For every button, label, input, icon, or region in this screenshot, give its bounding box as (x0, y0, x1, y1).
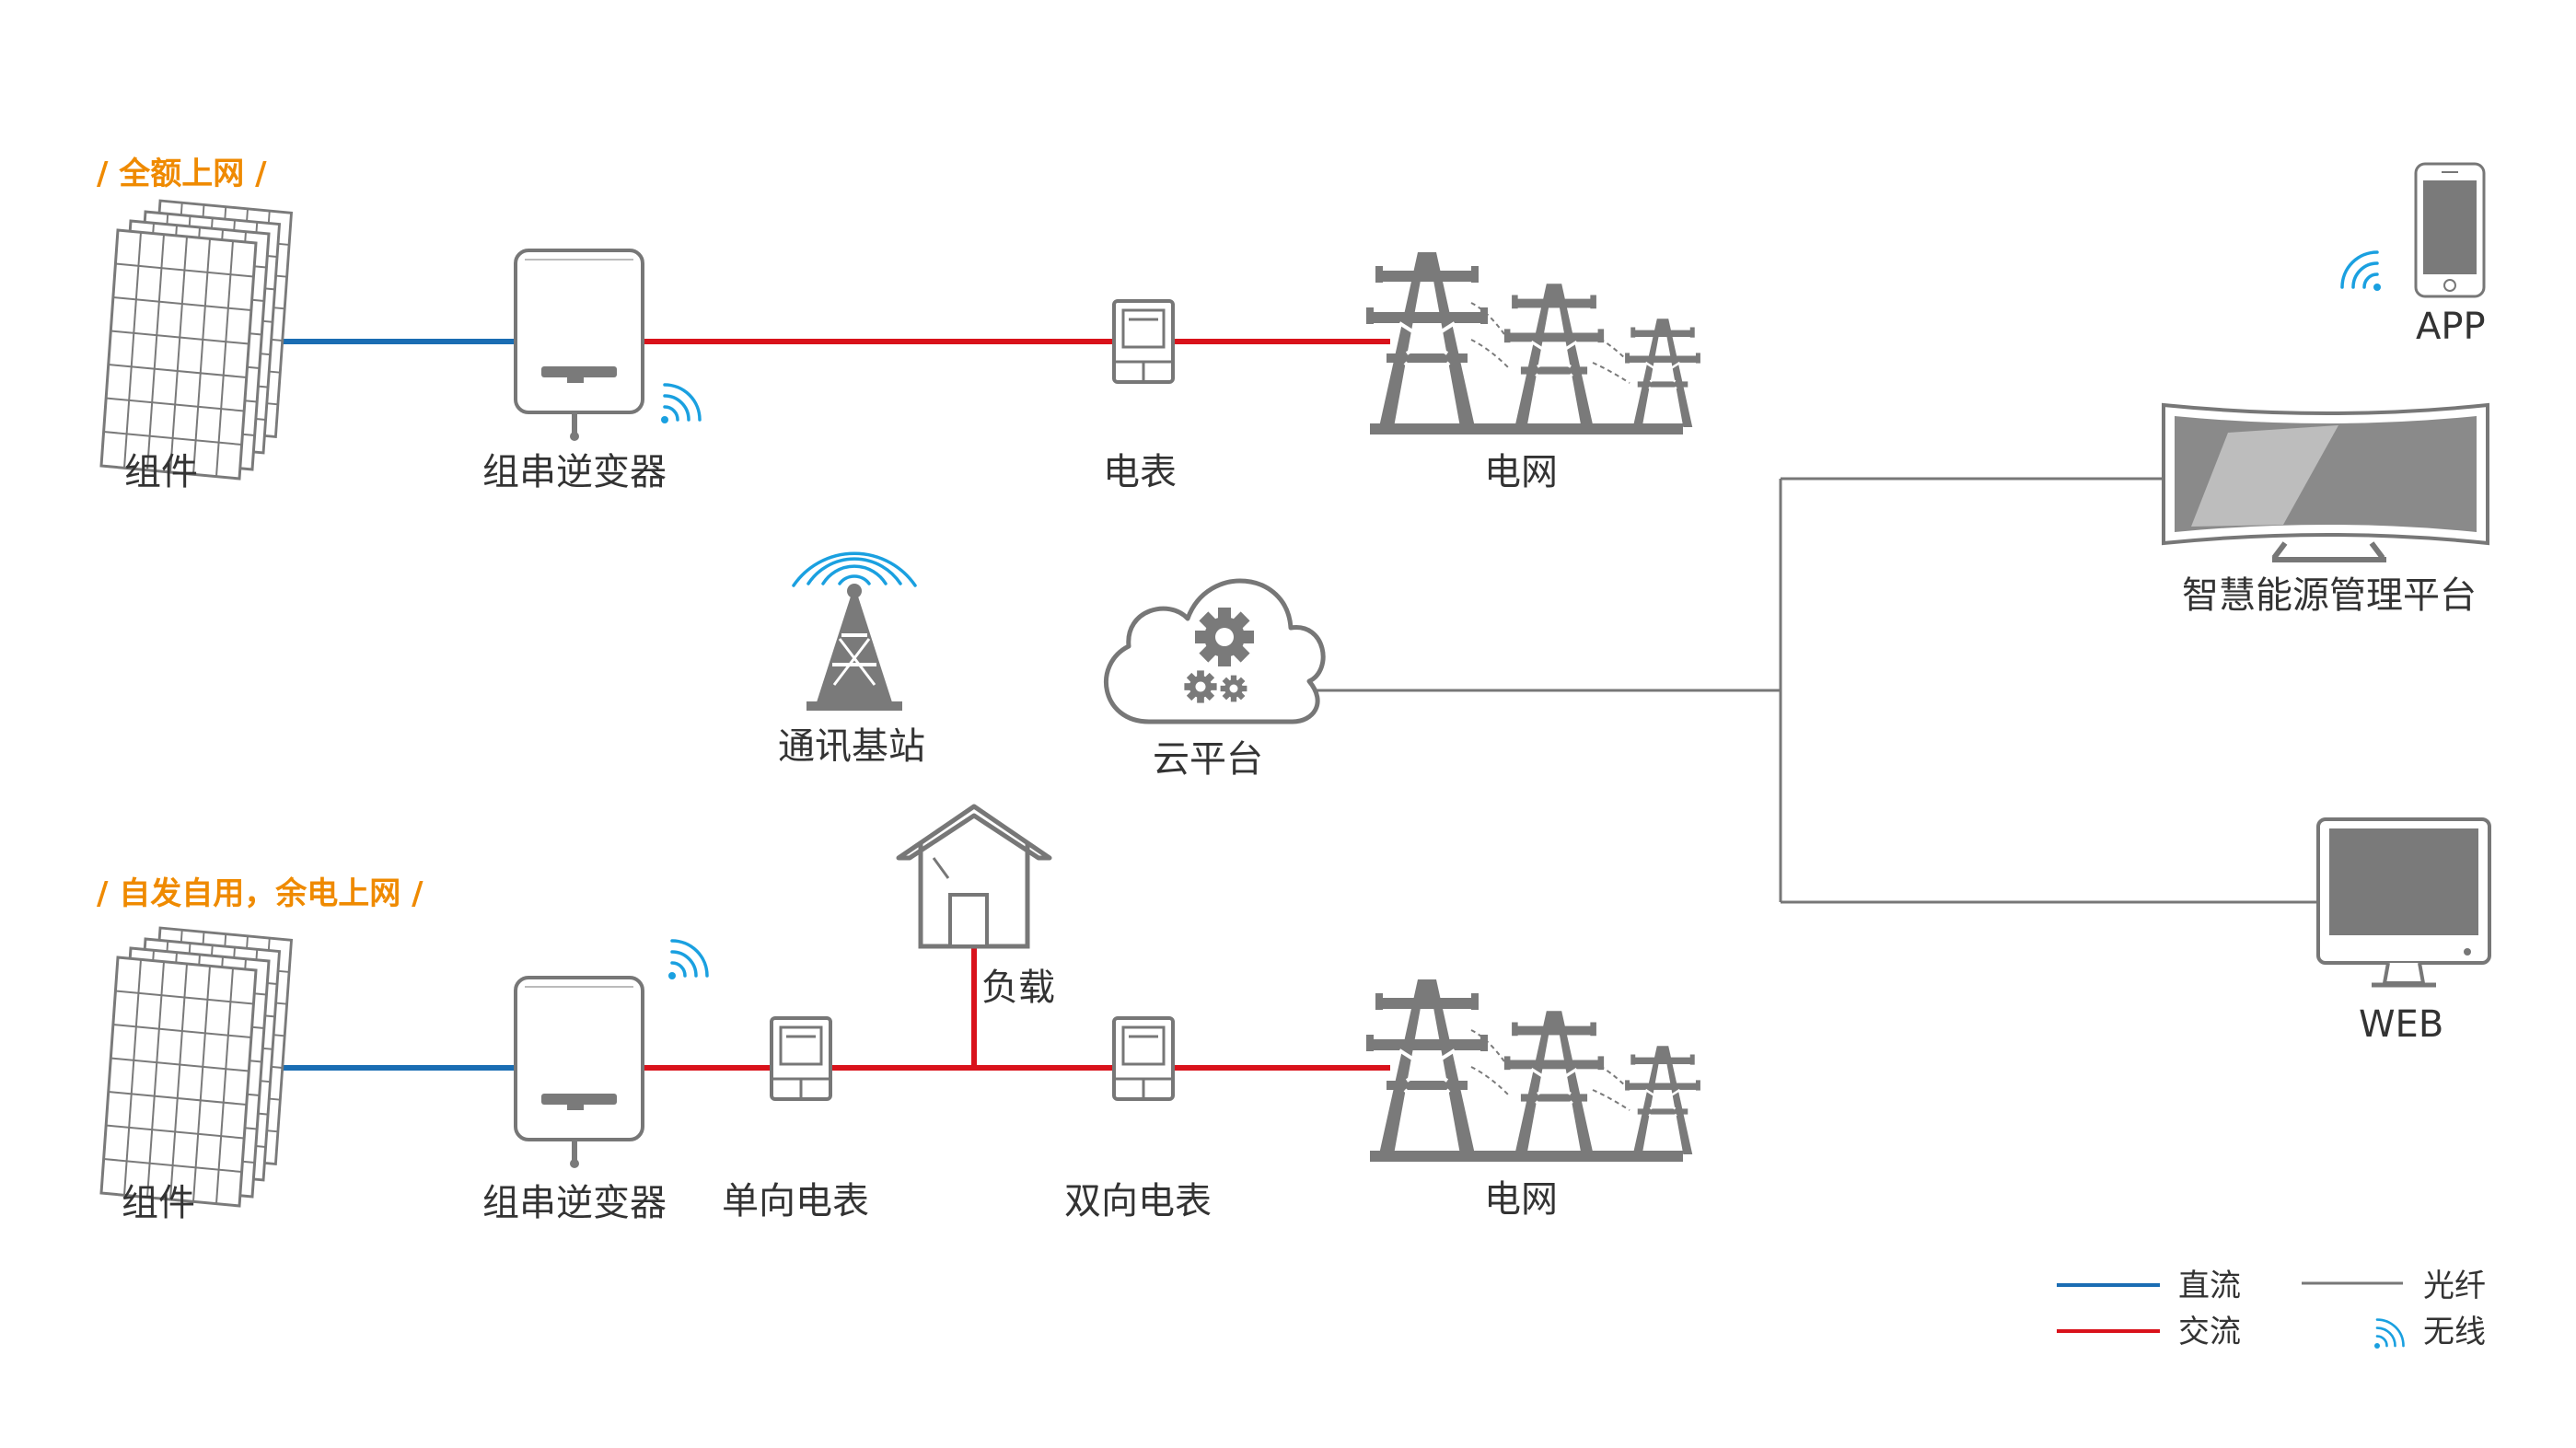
load-label: 负载 (981, 967, 1055, 1009)
cell-tower-icon (792, 551, 917, 711)
wifi-icon (667, 939, 709, 981)
base-station-label: 通讯基站 (778, 725, 925, 768)
inverter-icon (516, 978, 643, 1168)
platform-label: 智慧能源管理平台 (2182, 574, 2477, 617)
bottom-module-label: 组件 (122, 1182, 195, 1224)
wifi-icon (2373, 1318, 2405, 1350)
cloud-label: 云平台 (1153, 738, 1263, 781)
monitor-icon (2316, 817, 2491, 988)
section-title-full-grid: / 全额上网 / (97, 156, 267, 192)
top-inverter-label: 组串逆变器 (482, 451, 667, 493)
smartphone-icon (2414, 162, 2486, 298)
meter-icon (770, 1016, 832, 1101)
meter-icon (1112, 299, 1175, 384)
wifi-icon (659, 383, 702, 425)
top-meter-label: 电表 (1103, 451, 1177, 493)
house-icon (896, 804, 1052, 949)
legend-wireless-label: 无线 (2423, 1314, 2486, 1350)
wifi-icon (2340, 250, 2383, 293)
one-way-meter-label: 单向电表 (722, 1180, 869, 1222)
legend-dc-label: 直流 (2178, 1268, 2241, 1304)
bottom-inverter-label: 组串逆变器 (482, 1182, 667, 1224)
bottom-grid-label: 电网 (1484, 1178, 1558, 1221)
top-grid-label: 电网 (1484, 451, 1558, 493)
meter-icon (1112, 1016, 1175, 1101)
two-way-meter-label: 双向电表 (1064, 1180, 1212, 1222)
cloud-gear-icon (1104, 578, 1326, 724)
section-title-self-use: / 自发自用，余电上网 / (97, 875, 424, 912)
legend: 直流 交流 光纤 无线 (2057, 1268, 2486, 1350)
legend-ac-label: 交流 (2178, 1314, 2241, 1350)
top-module-label: 组件 (124, 451, 198, 493)
inverter-icon (516, 250, 643, 441)
pylon-icon (1366, 979, 1700, 1162)
web-label: WEB (2359, 1003, 2443, 1046)
solar-panel-icon (101, 201, 292, 479)
monitor-icon (2162, 402, 2489, 562)
legend-fiber-label: 光纤 (2423, 1268, 2486, 1304)
pylon-icon (1366, 252, 1700, 434)
solar-panel-icon (101, 928, 292, 1206)
app-label: APP (2416, 306, 2486, 348)
